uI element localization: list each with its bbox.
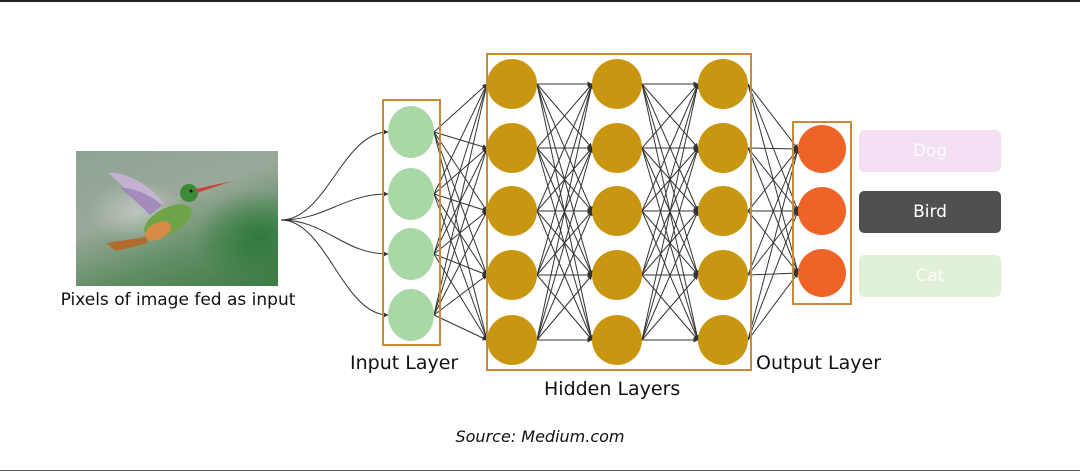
hummingbird-image — [76, 151, 278, 286]
edge — [433, 83, 488, 195]
class-label-cat: Cat — [859, 255, 1001, 297]
edge — [747, 148, 799, 276]
edge — [536, 274, 593, 341]
image-to-input-edge — [280, 129, 389, 221]
hidden-node — [698, 250, 748, 300]
edge — [536, 83, 593, 212]
edge — [641, 147, 700, 341]
edge — [433, 147, 489, 316]
edge — [433, 193, 488, 213]
edge — [747, 146, 799, 152]
edge — [433, 193, 488, 341]
output-node — [798, 249, 846, 297]
edge — [641, 83, 699, 149]
input-layer-box — [382, 99, 441, 346]
edge — [747, 210, 799, 274]
edge — [433, 274, 488, 316]
hidden-layers-label: Hidden Layers — [544, 378, 681, 400]
hidden-node — [698, 59, 748, 109]
image-to-input-edge — [280, 219, 389, 318]
edge — [433, 83, 489, 255]
edge — [747, 210, 799, 341]
edge — [433, 83, 489, 316]
hidden-node — [487, 250, 537, 300]
hidden-node — [698, 186, 748, 236]
hidden-node — [487, 59, 537, 109]
edge — [536, 83, 593, 149]
edge — [433, 210, 488, 316]
edge — [536, 83, 594, 341]
hidden-node — [592, 250, 642, 300]
edge — [747, 148, 799, 212]
edge — [747, 148, 800, 341]
hidden-node — [487, 315, 537, 365]
bottom-border — [0, 470, 1080, 471]
edge — [433, 193, 488, 276]
edge — [747, 83, 799, 150]
image-to-input-edge — [280, 219, 389, 257]
edge — [747, 83, 800, 274]
edge — [433, 131, 488, 276]
edge — [747, 272, 799, 341]
edge — [536, 210, 593, 341]
edge — [433, 131, 489, 341]
edge — [433, 253, 488, 276]
edge — [536, 147, 594, 341]
hidden-node — [487, 123, 537, 173]
input-node — [388, 168, 434, 220]
edge — [433, 253, 488, 341]
hidden-node — [592, 123, 642, 173]
output-layer-box — [792, 121, 852, 305]
image-to-input-edge — [280, 191, 389, 221]
edge — [536, 83, 594, 276]
input-node — [388, 106, 434, 158]
input-caption: Pixels of image fed as input — [60, 290, 296, 310]
hidden-node — [592, 315, 642, 365]
edge — [641, 83, 700, 276]
edge — [433, 147, 488, 195]
edge — [747, 83, 799, 212]
edge — [433, 83, 488, 133]
output-node — [798, 187, 846, 235]
edge — [641, 83, 699, 212]
edge — [641, 274, 699, 341]
edge — [433, 314, 488, 341]
output-node — [798, 125, 846, 173]
edge — [641, 210, 699, 341]
hidden-node — [592, 59, 642, 109]
input-layer-label: Input Layer — [350, 352, 459, 374]
top-border — [0, 0, 1080, 2]
edge — [747, 270, 799, 276]
hidden-node — [698, 123, 748, 173]
hidden-node — [592, 186, 642, 236]
hidden-node — [487, 186, 537, 236]
class-label-bird: Bird — [859, 191, 1001, 233]
hidden-layers-box — [486, 53, 752, 371]
source-credit: Source: Medium.com — [455, 427, 625, 446]
edge — [641, 83, 700, 341]
hidden-node — [698, 315, 748, 365]
input-node — [388, 289, 434, 341]
output-layer-label: Output Layer — [756, 352, 882, 374]
class-label-dog: Dog — [859, 130, 1001, 172]
input-node — [388, 228, 434, 280]
